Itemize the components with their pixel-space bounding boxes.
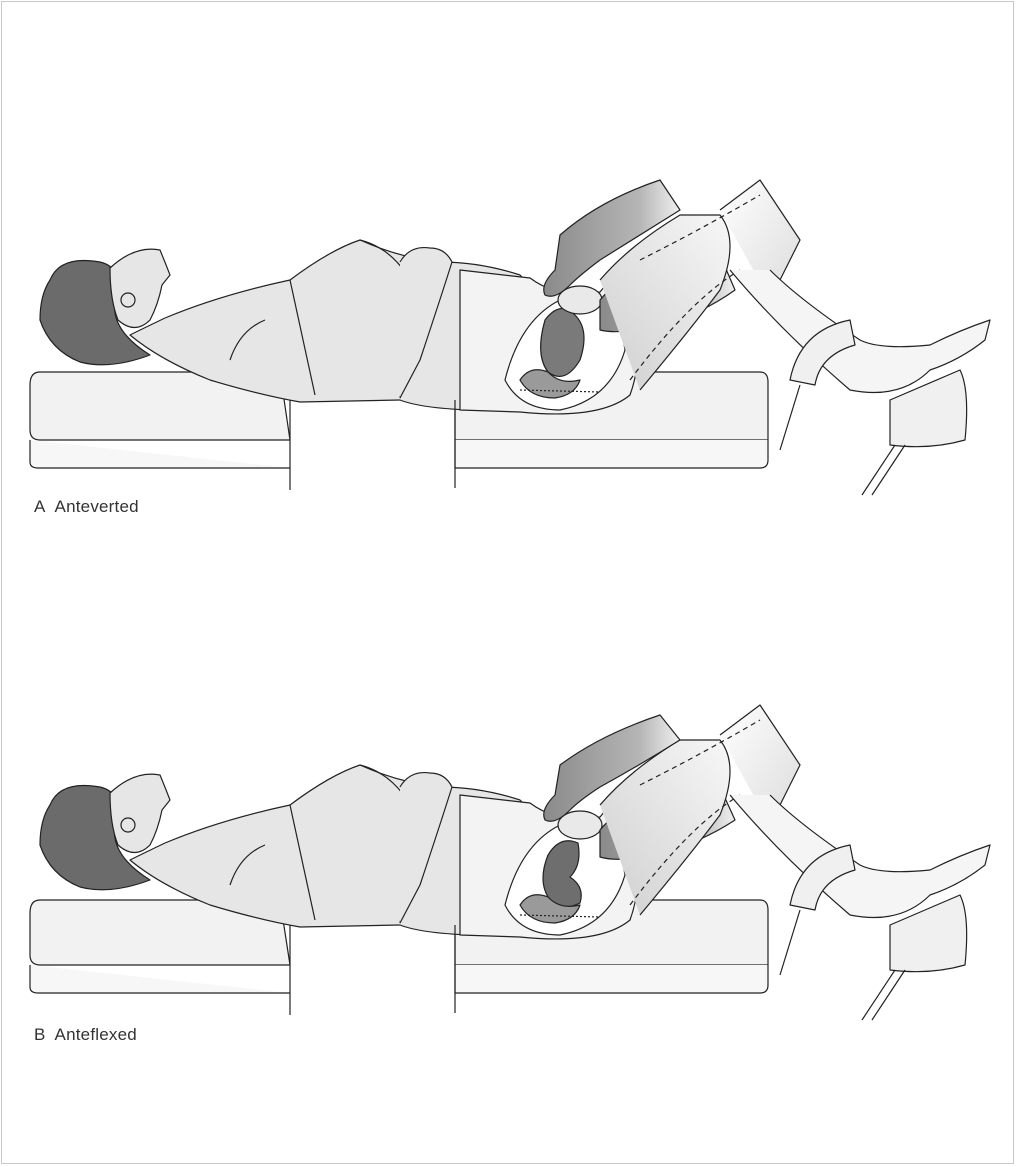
- patient-face: [110, 249, 170, 327]
- panel-label: Anteflexed: [55, 1025, 137, 1044]
- caption-anteverted: A Anteverted: [34, 497, 139, 517]
- caption-anteflexed: B Anteflexed: [34, 1025, 137, 1045]
- panel-letter: A: [34, 497, 46, 516]
- patient-ear: [121, 818, 135, 832]
- panel-label: Anteverted: [55, 497, 139, 516]
- exam-illustration-anteverted: [0, 0, 1017, 520]
- panel-anteflexed: B Anteflexed: [0, 525, 1017, 1045]
- panel-letter: B: [34, 1025, 46, 1044]
- patient-face: [110, 774, 170, 852]
- panel-anteverted: A Anteverted: [0, 0, 1017, 520]
- exam-illustration-anteflexed: [0, 525, 1017, 1045]
- patient-ear: [121, 293, 135, 307]
